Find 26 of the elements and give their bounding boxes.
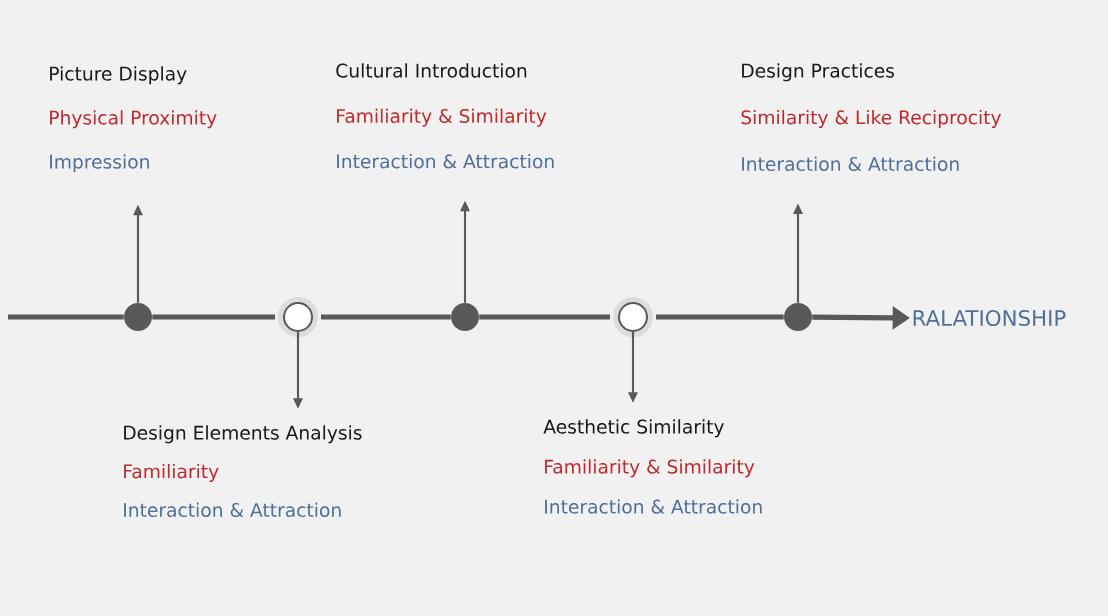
factor-label: Familiarity & Similarity [545,459,755,478]
timeline-line [479,314,610,320]
timeline-line [321,314,451,320]
timeline-line [656,314,784,320]
timeline-line [152,314,275,320]
timeline-line [8,314,124,320]
axis-label: RALATIONSHIP [913,309,1066,327]
dot-marker [451,303,479,331]
outcome-label: Interaction & Attraction [742,156,959,172]
ring-marker [613,297,653,337]
topic-heading: Design Elements Analysis [124,425,362,444]
dot-marker [124,303,152,331]
ring-marker [278,297,318,337]
dot-marker [784,303,812,331]
outcome-label: Interaction & Attraction [124,502,341,518]
factor-label: Similarity & Like Reciprocity [741,109,1001,128]
outcome-label: Impression [50,154,149,173]
factor-label: Familiarity [124,463,219,482]
topic-heading: Aesthetic Similarity [543,419,724,438]
factor-label: Physical Proximity [50,110,217,129]
outcome-label: Interaction & Attraction [337,153,554,169]
topic-heading: Picture Display [50,66,187,85]
topic-heading: Cultural Introduction [336,63,527,78]
factor-label: Familiarity & Similarity [337,108,547,127]
topic-heading: Design Practices [742,63,895,82]
outcome-label: Interaction & Attraction [545,499,762,514]
